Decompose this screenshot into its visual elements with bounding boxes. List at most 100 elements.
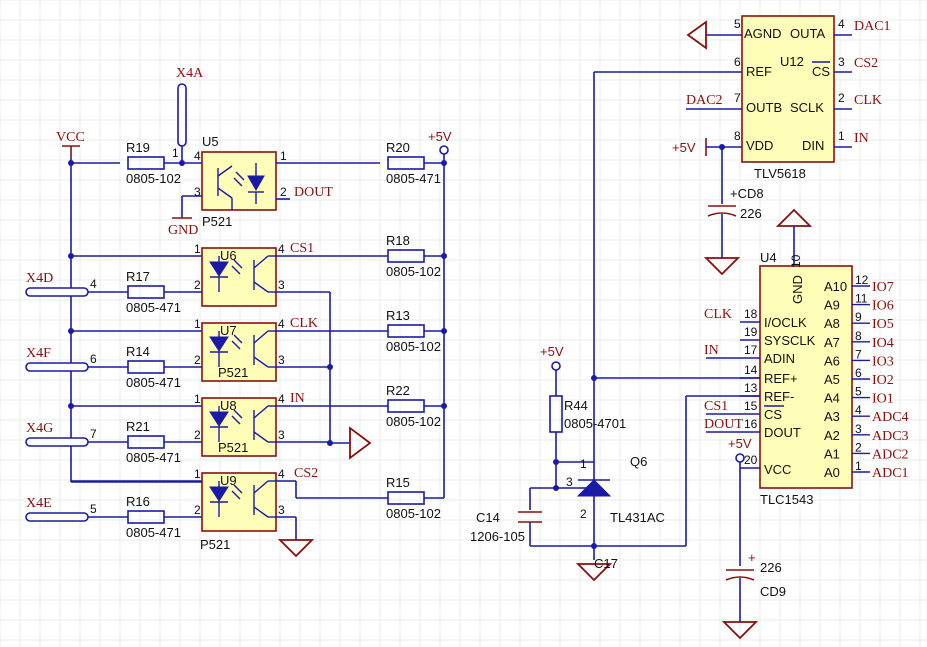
dac-tlv5618: U12 TLV5618 AGND OUTA REF CS OUTB SCLK V… [672,15,891,276]
adc-io-10: ADC1 [872,466,909,481]
cs2-net: CS2 [294,466,318,481]
svg-text:14: 14 [744,363,758,377]
r21-body [127,435,165,449]
r15-body [387,491,425,505]
x4d-label: X4D [26,271,53,286]
svg-text:SYSCLK: SYSCLK [764,333,816,348]
svg-text:REF+: REF+ [764,371,798,386]
svg-text:13: 13 [744,381,758,395]
svg-text:A3: A3 [824,409,840,424]
adc-clk-net: CLK [704,307,732,322]
r15-ref: R15 [386,475,410,490]
cd8-val: 226 [740,206,762,221]
svg-text:11: 11 [855,292,868,306]
svg-text:3: 3 [855,422,862,436]
r22-val: 0805-102 [386,414,441,429]
svg-text:1: 1 [194,317,201,331]
svg-text:2: 2 [194,278,201,292]
u7-val: P521 [218,365,248,380]
r20-val: 0805-471 [386,171,441,186]
svg-text:1: 1 [855,459,862,473]
adc-cs1-net: CS1 [704,399,728,414]
svg-text:15: 15 [744,399,758,413]
r19-val: 0805-102 [126,171,181,186]
svg-text:1: 1 [194,392,201,406]
svg-text:2: 2 [194,503,201,517]
x4f-label: X4F [26,346,51,361]
x4e-label: X4E [26,496,52,511]
r44-ref: R44 [564,398,588,413]
dac-ref: U12 [780,54,804,69]
r16-body [127,510,165,524]
svg-text:8: 8 [855,329,862,343]
adc-io-3: IO4 [872,336,894,351]
vcc-rail: VCC [56,130,85,482]
cs1-net: CS1 [290,241,314,256]
svg-text:A10: A10 [824,279,847,294]
c14-ref: C14 [476,510,500,525]
connector-x4g [25,437,89,447]
r18-val: 0805-102 [386,264,441,279]
svg-text:2: 2 [580,507,587,521]
r22-ref: R22 [386,383,410,398]
svg-text:1: 1 [194,242,201,256]
svg-text:DIN: DIN [802,138,824,153]
svg-text:A9: A9 [824,298,840,313]
svg-text:6: 6 [734,55,741,69]
svg-text:SCLK: SCLK [790,100,824,115]
adc-io-2: IO5 [872,317,894,332]
c14-val: 1206-105 [470,529,525,544]
svg-text:4: 4 [855,403,862,417]
svg-text:17: 17 [744,343,758,357]
c17-ref: C17 [594,556,618,571]
connector-x4f [25,362,89,372]
svg-text:OUTA: OUTA [790,26,825,41]
r17-ref: R17 [126,269,150,284]
adc-io-0: IO7 [872,280,894,295]
adc-part: TLC1543 [760,492,813,507]
r13-ref: R13 [386,308,410,323]
svg-text:4: 4 [278,242,285,256]
p5v-label-dac: +5V [672,140,696,155]
svg-text:18: 18 [744,307,758,321]
connector-x4a: X4A 1 [172,66,204,163]
p5v-label-adc: +5V [728,436,752,451]
adc-io-8: ADC3 [872,429,909,444]
svg-text:2: 2 [194,353,201,367]
opto-ground-right [330,426,372,460]
x4a-pin: 1 [172,146,179,160]
u7-ref: U7 [220,323,237,338]
svg-text:7: 7 [855,347,862,361]
svg-text:9: 9 [855,310,862,324]
adc-io-4: IO3 [872,354,894,369]
r13-body [387,324,425,338]
clk-net: CLK [290,316,318,331]
svg-text:A8: A8 [824,316,840,331]
u9-ref: U9 [220,473,237,488]
svg-text:1: 1 [838,129,845,143]
svg-text:3: 3 [278,278,285,292]
svg-text:7: 7 [734,91,741,105]
svg-text:3: 3 [278,503,285,517]
r13-val: 0805-102 [386,339,441,354]
r15-val: 0805-102 [386,506,441,521]
cd8-ref: +CD8 [730,186,764,201]
adc-io-9: ADC2 [872,447,909,462]
r16-val: 0805-471 [126,525,181,540]
svg-text:3: 3 [566,475,573,489]
svg-text:2: 2 [194,428,201,442]
adc-io-1: IO6 [872,299,894,314]
svg-text:+: + [748,550,756,565]
in-net: IN [290,391,305,406]
r19-ref: R19 [126,140,150,155]
adc-io-5: IO2 [872,373,894,388]
svg-text:VDD: VDD [746,138,773,153]
x4a-label: X4A [176,66,204,81]
u9-ground [276,516,315,558]
u8-ref: U8 [220,398,237,413]
u8-val: P521 [218,440,248,455]
svg-text:CS: CS [764,407,782,422]
u5-val: P521 [202,214,232,229]
svg-text:12: 12 [855,273,869,287]
